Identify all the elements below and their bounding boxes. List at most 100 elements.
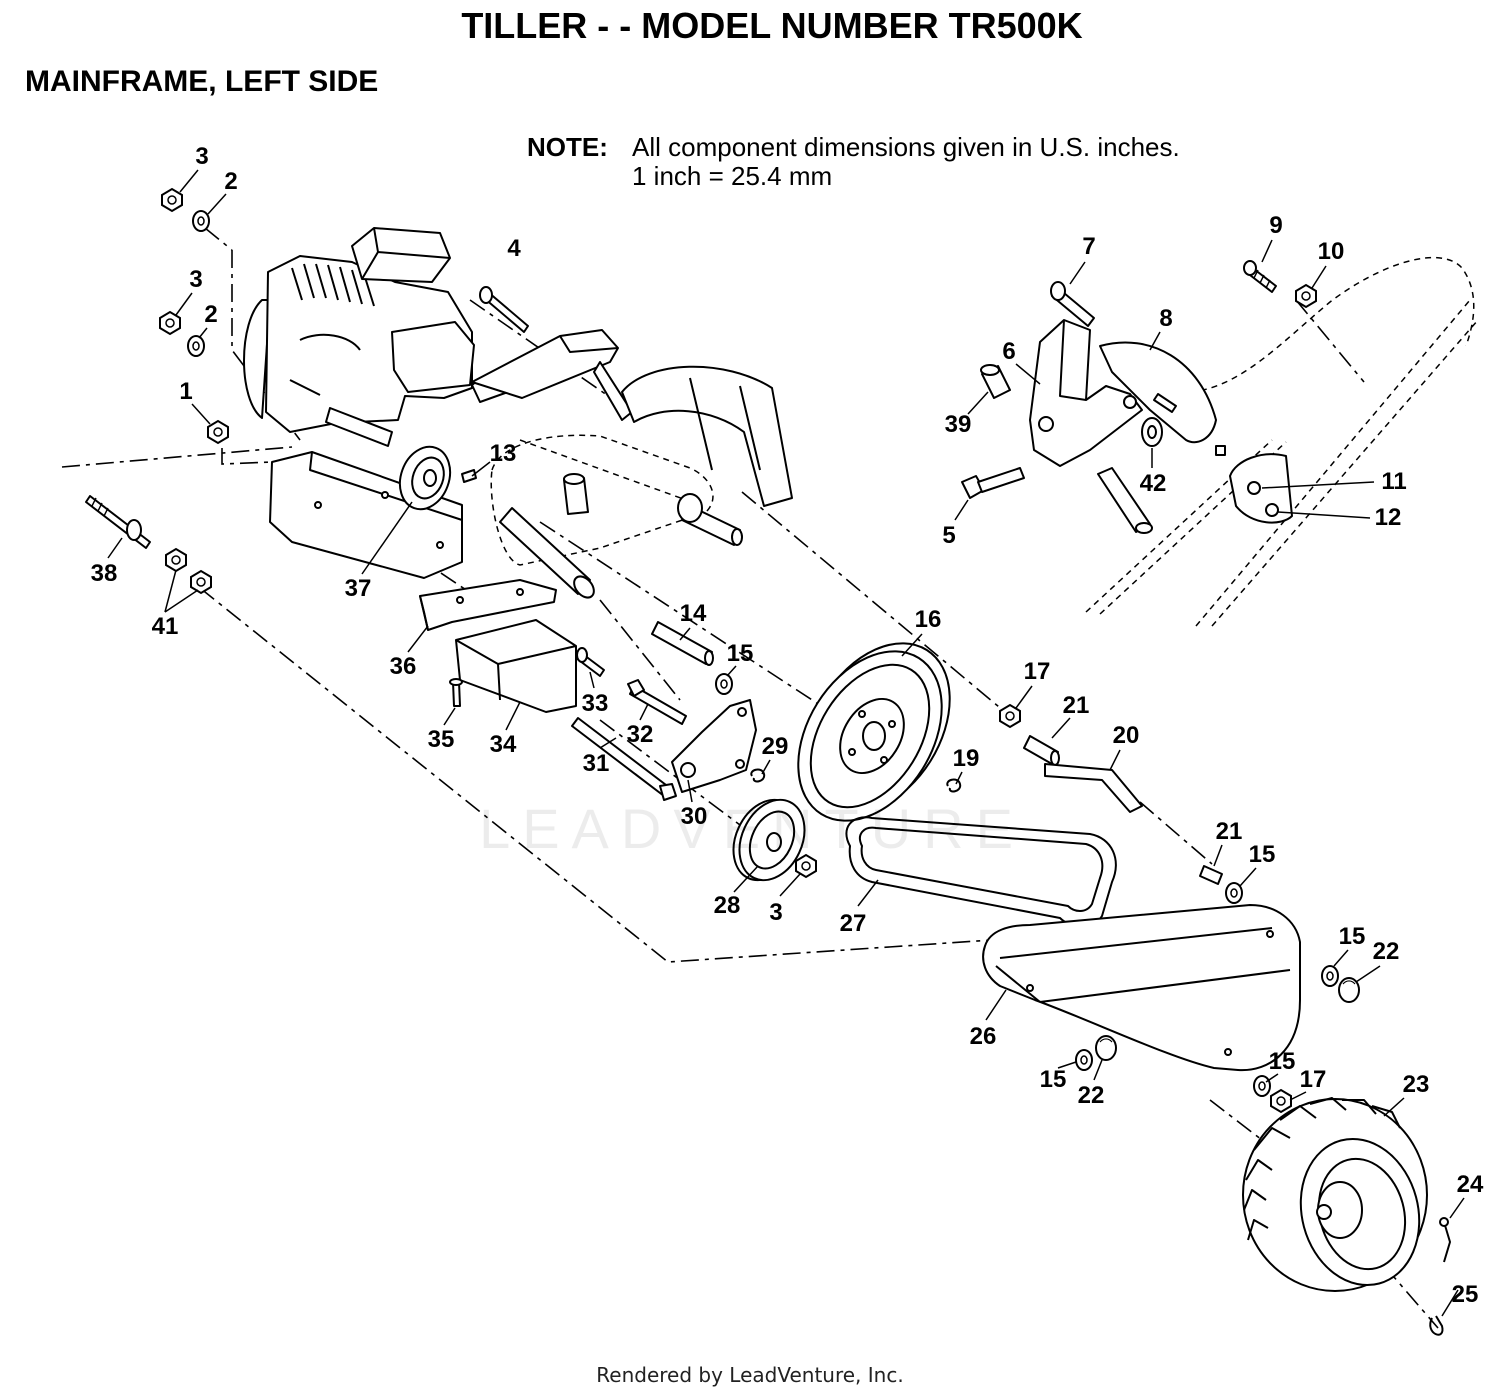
spacer	[1023, 735, 1060, 766]
weight-block	[455, 619, 577, 713]
note-label: NOTE:	[527, 132, 608, 162]
callout-label: 3	[195, 143, 208, 170]
small-stop	[1215, 445, 1226, 456]
spacer	[1199, 865, 1223, 885]
shoulder-bolt	[627, 679, 687, 725]
washer	[1253, 1075, 1271, 1097]
callout-label: 24	[1457, 1171, 1484, 1198]
hex-nut	[190, 570, 212, 594]
hex-nut	[1270, 1089, 1292, 1113]
callout-label: 32	[627, 721, 654, 748]
callout-label: 15	[1339, 923, 1366, 950]
handle-bolt	[961, 467, 1025, 499]
callout-label: 12	[1375, 504, 1402, 531]
callout-label: 23	[1403, 1071, 1430, 1098]
watermark: LEADVENTURE	[479, 797, 1025, 860]
guard-bracket	[1044, 763, 1143, 813]
tie-rod-bolt	[85, 495, 151, 549]
idler-pulley	[732, 798, 806, 882]
callout-label: 3	[769, 899, 782, 926]
note-line-2: 1 inch = 25.4 mm	[632, 161, 832, 191]
handle-bracket	[471, 329, 633, 421]
callout-label: 39	[945, 411, 972, 438]
callout-label: 4	[507, 235, 521, 262]
bolt	[575, 647, 605, 677]
callout-label: 35	[428, 726, 455, 753]
callout-label: 30	[681, 803, 708, 830]
callout-label: 22	[1373, 938, 1400, 965]
callout-label: 34	[490, 731, 517, 758]
washer	[192, 210, 210, 232]
callout-label: 8	[1159, 305, 1172, 332]
callout-label: 16	[915, 606, 942, 633]
spacer	[1141, 417, 1163, 447]
hex-nut	[999, 704, 1021, 728]
callout-label: 9	[1269, 212, 1282, 239]
hex-nut	[159, 311, 181, 335]
hex-nut	[165, 548, 187, 572]
note-line-1: All component dimensions given in U.S. i…	[632, 132, 1180, 162]
engine	[243, 227, 509, 447]
callout-label: 14	[680, 600, 707, 627]
callout-label: 21	[1063, 692, 1090, 719]
footer-credit: Rendered by LeadVenture, Inc.	[596, 1363, 903, 1387]
callout-label: 7	[1082, 233, 1095, 260]
callout-label: 26	[970, 1023, 997, 1050]
retaining-clip	[1429, 1315, 1444, 1336]
mounting-bracket	[419, 579, 557, 631]
callout-label: 5	[942, 522, 955, 549]
callout-label: 15	[1269, 1048, 1296, 1075]
callout-label: 1	[179, 378, 192, 405]
washer	[1075, 1049, 1093, 1071]
frame-tube	[499, 473, 595, 599]
hex-nut	[161, 188, 183, 212]
callout-label: 31	[583, 750, 610, 777]
bolt	[1050, 281, 1095, 327]
pivot-pin	[1097, 467, 1153, 534]
output-shaft	[677, 493, 743, 546]
spring-washer	[750, 768, 962, 793]
callout-label: 2	[204, 301, 217, 328]
tine-hood	[621, 365, 793, 507]
callout-label: 41	[152, 613, 179, 640]
bolt	[449, 678, 463, 707]
long-bolt	[571, 717, 677, 801]
callout-labels: 3 2 3 2 1 4 13 37 38 41 36 35 34 33 32 3…	[91, 143, 1484, 1308]
section-subtitle: MAINFRAME, LEFT SIDE	[25, 65, 378, 98]
callout-label: 3	[189, 266, 202, 293]
washer	[1225, 882, 1243, 904]
callout-label: 6	[1002, 338, 1015, 365]
callout-label: 29	[762, 733, 789, 760]
callout-label: 20	[1113, 722, 1140, 749]
callout-label: 28	[714, 892, 741, 919]
callout-label: 15	[1249, 841, 1276, 868]
hitch-pin	[1439, 1217, 1451, 1263]
bushing	[980, 364, 1011, 399]
hex-nut	[207, 420, 229, 444]
pin	[651, 621, 714, 666]
bolt	[1243, 260, 1277, 293]
callout-label: 17	[1300, 1066, 1327, 1093]
belt-guard	[982, 904, 1301, 1072]
tine-housing	[490, 434, 714, 566]
callout-label: 37	[345, 575, 372, 602]
callout-label: 19	[953, 745, 980, 772]
callout-label: 10	[1318, 238, 1345, 265]
callout-label: 42	[1140, 470, 1167, 497]
key	[461, 469, 477, 483]
height-guide	[1229, 453, 1293, 524]
callout-label: 21	[1216, 818, 1243, 845]
callout-label: 15	[727, 640, 754, 667]
callout-label: 33	[582, 690, 609, 717]
callout-label: 17	[1024, 658, 1051, 685]
drive-belt	[845, 816, 1117, 928]
wheel-tire	[1242, 1097, 1428, 1292]
diagram-title: TILLER - - MODEL NUMBER TR500K	[461, 5, 1082, 46]
washer	[187, 335, 205, 357]
pivot-bracket	[1029, 319, 1143, 467]
callout-label: 15	[1040, 1066, 1067, 1093]
callout-label: 2	[224, 168, 237, 195]
callout-label: 11	[1381, 468, 1406, 495]
washer	[715, 673, 733, 695]
